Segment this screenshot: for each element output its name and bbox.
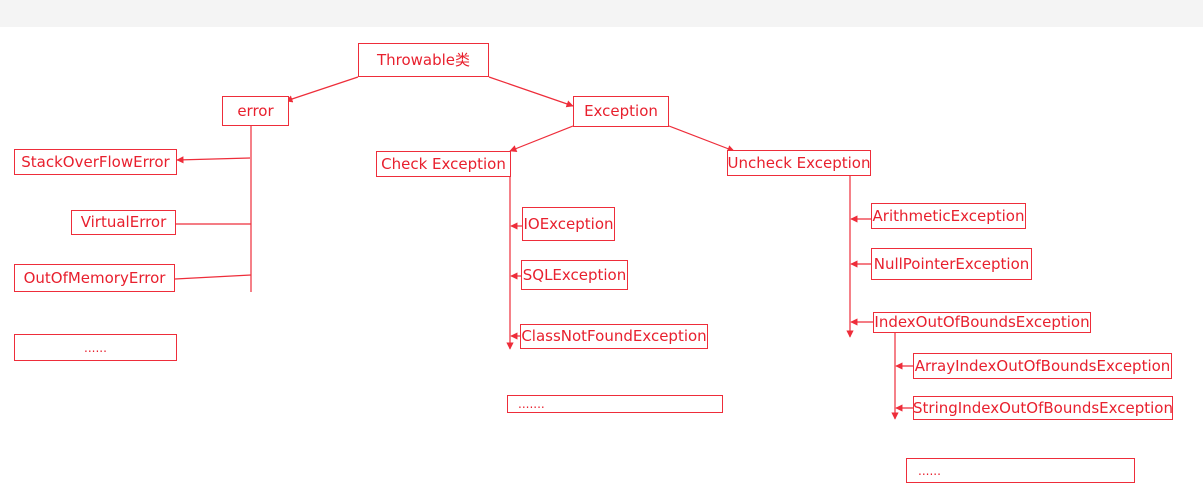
outofmemoryerror-node: OutOfMemoryError [14,264,175,292]
top-toolbar [0,0,1203,27]
edge-exception-check [509,125,574,152]
edge-throwable-error [285,76,359,103]
sqlexception-node: SQLException [521,260,628,290]
check-exception-node: Check Exception [376,151,511,177]
error-more-node: ...... [14,334,177,361]
edge-error-outofmemory [174,274,252,280]
check-more-node: ....... [507,395,723,413]
edge-exception-uncheck [668,125,735,153]
arithmeticexception-node: ArithmeticException [871,203,1026,229]
connector-lines [174,76,913,420]
nullpointerexception-node: NullPointerException [871,248,1032,280]
edge-error-stackoverflow [176,156,251,164]
stackoverflowerror-node: StackOverFlowError [14,149,177,175]
virtualerror-node: VirtualError [71,210,176,235]
throwable-node: Throwable类 [358,43,489,77]
edge-throwable-exception [488,76,574,108]
ioexception-node: IOException [522,207,615,241]
error-node: error [222,96,289,126]
uncheck-more-node: ...... [906,458,1135,483]
classnotfoundexception-node: ClassNotFoundException [520,324,708,349]
stringindexoutofboundsexception-node: StringIndexOutOfBoundsException [913,396,1173,420]
indexoutofboundsexception-node: IndexOutOfBoundsException [873,312,1091,333]
uncheck-exception-node: Uncheck Exception [727,150,871,176]
diagram-canvas: Throwable类 error Exception StackOverFlow… [0,27,1203,499]
exception-node: Exception [573,96,669,127]
arrayindexoutofboundsexception-node: ArrayIndexOutOfBoundsException [913,353,1172,379]
